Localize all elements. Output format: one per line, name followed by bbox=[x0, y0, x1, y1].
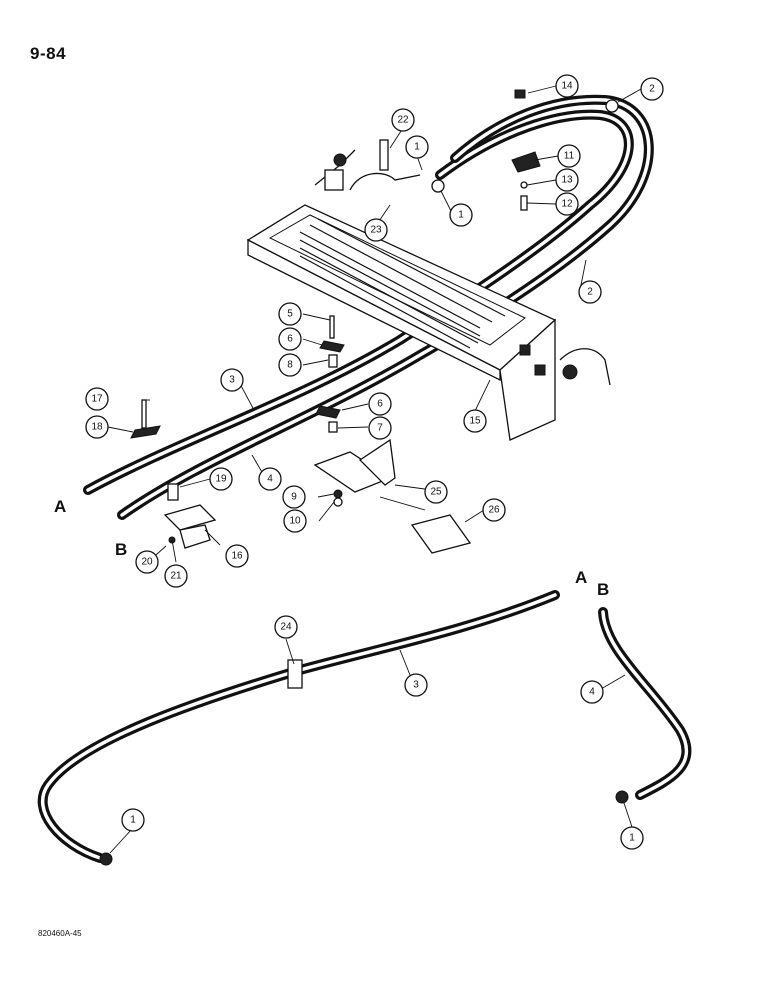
svg-text:9: 9 bbox=[291, 492, 297, 503]
callout-12: 12 bbox=[555, 192, 579, 216]
callout-1-valve-top: 1 bbox=[405, 135, 429, 159]
callout-24: 24 bbox=[274, 615, 298, 639]
svg-text:1: 1 bbox=[414, 142, 420, 153]
svg-text:2: 2 bbox=[587, 287, 593, 298]
svg-text:23: 23 bbox=[370, 225, 382, 236]
callout-3-upper: 3 bbox=[220, 368, 244, 392]
svg-text:25: 25 bbox=[430, 487, 442, 498]
callout-16: 16 bbox=[225, 544, 249, 568]
callout-10: 10 bbox=[283, 509, 307, 533]
callout-3-lower: 3 bbox=[404, 673, 428, 697]
svg-text:18: 18 bbox=[91, 422, 103, 433]
callout-4-lower: 4 bbox=[580, 680, 604, 704]
left-bracket-hardware bbox=[130, 399, 217, 549]
valve-assembly bbox=[314, 139, 445, 193]
callout-18: 18 bbox=[85, 415, 109, 439]
svg-text:1: 1 bbox=[629, 833, 635, 844]
callout-1-valve-side: 1 bbox=[449, 203, 473, 227]
lower-hoses bbox=[37, 590, 692, 866]
callout-19: 19 bbox=[209, 467, 233, 491]
center-bracket-hardware bbox=[313, 315, 472, 554]
svg-text:2: 2 bbox=[649, 84, 655, 95]
callout-9: 9 bbox=[282, 485, 306, 509]
end-label-b-lower: B bbox=[597, 580, 609, 599]
callout-17: 17 bbox=[85, 387, 109, 411]
callout-22: 22 bbox=[391, 108, 415, 132]
callout-6-top: 6 bbox=[278, 327, 302, 351]
svg-text:6: 6 bbox=[377, 399, 383, 410]
callout-11: 11 bbox=[557, 144, 581, 168]
svg-text:10: 10 bbox=[289, 516, 301, 527]
callout-1-lower-left: 1 bbox=[121, 808, 145, 832]
svg-text:11: 11 bbox=[564, 151, 575, 162]
end-label-a-lower: A bbox=[575, 568, 587, 587]
svg-text:3: 3 bbox=[229, 375, 235, 386]
page-number: 9-84 bbox=[30, 44, 67, 63]
svg-text:19: 19 bbox=[215, 474, 227, 485]
svg-text:26: 26 bbox=[488, 505, 500, 516]
callout-5: 5 bbox=[278, 302, 302, 326]
callout-2-top: 2 bbox=[640, 77, 664, 101]
svg-text:13: 13 bbox=[561, 175, 573, 186]
svg-text:20: 20 bbox=[141, 557, 153, 568]
svg-text:4: 4 bbox=[267, 474, 273, 485]
callout-4-upper: 4 bbox=[258, 467, 282, 491]
svg-text:1: 1 bbox=[130, 815, 136, 826]
svg-text:17: 17 bbox=[91, 394, 103, 405]
callout-15: 15 bbox=[463, 409, 487, 433]
svg-text:21: 21 bbox=[170, 571, 182, 582]
heater-core-assembly bbox=[246, 204, 611, 441]
upper-hose-loop bbox=[83, 94, 654, 520]
callout-13: 13 bbox=[555, 168, 579, 192]
callout-20: 20 bbox=[135, 550, 159, 574]
callout-14: 14 bbox=[555, 74, 579, 98]
callout-25: 25 bbox=[424, 480, 448, 504]
end-label-a-upper: A bbox=[54, 497, 66, 516]
svg-text:15: 15 bbox=[469, 416, 481, 427]
callout-6-bottom: 6 bbox=[368, 392, 392, 416]
svg-text:8: 8 bbox=[287, 360, 293, 371]
svg-text:22: 22 bbox=[397, 115, 409, 126]
end-label-b-upper: B bbox=[115, 540, 127, 559]
callout-1-lower-right: 1 bbox=[620, 826, 644, 850]
callout-8: 8 bbox=[278, 353, 302, 377]
svg-text:6: 6 bbox=[287, 334, 293, 345]
svg-text:24: 24 bbox=[280, 622, 292, 633]
callout-21: 21 bbox=[164, 564, 188, 588]
figure-code: 820460A-45 bbox=[38, 929, 82, 938]
callout-7: 7 bbox=[368, 416, 392, 440]
svg-text:12: 12 bbox=[561, 199, 573, 210]
svg-text:3: 3 bbox=[413, 680, 419, 691]
svg-text:16: 16 bbox=[231, 551, 243, 562]
callout-23: 23 bbox=[364, 218, 388, 242]
svg-text:1: 1 bbox=[458, 210, 464, 221]
svg-text:7: 7 bbox=[377, 423, 383, 434]
svg-text:14: 14 bbox=[561, 81, 573, 92]
callout-26: 26 bbox=[482, 498, 506, 522]
callout-2-mid: 2 bbox=[578, 280, 602, 304]
svg-text:4: 4 bbox=[589, 687, 595, 698]
right-clamp-hardware bbox=[511, 89, 619, 211]
svg-text:5: 5 bbox=[287, 309, 293, 320]
